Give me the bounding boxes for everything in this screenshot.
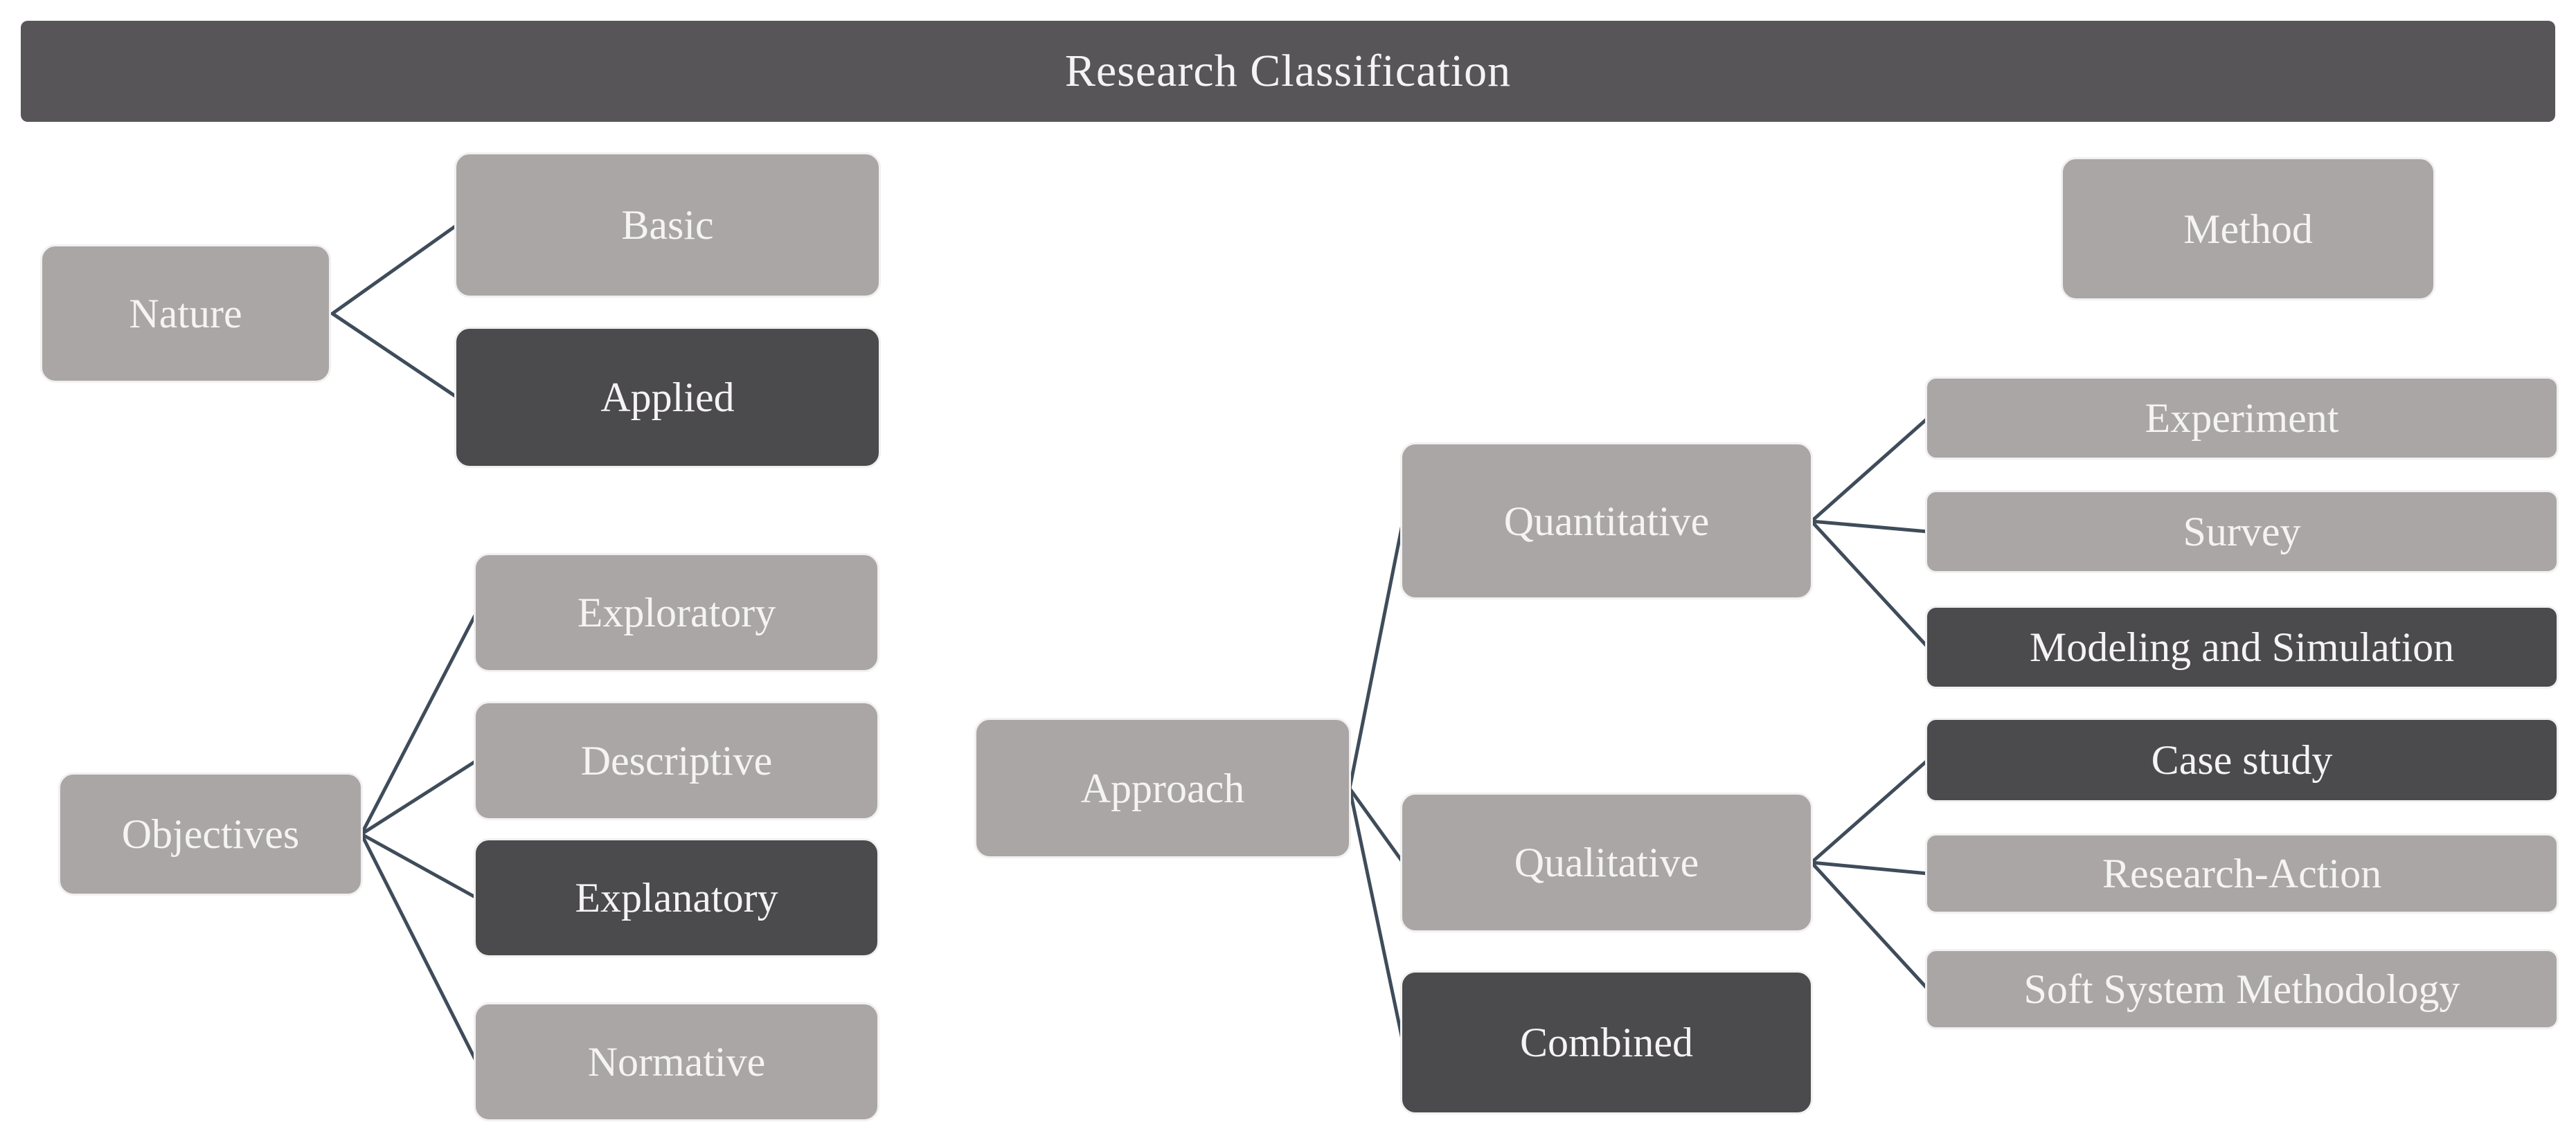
node-normative: Normative bbox=[474, 1002, 879, 1121]
node-applied-label: Applied bbox=[600, 374, 735, 420]
node-case-study: Case study bbox=[1925, 718, 2559, 802]
node-basic: Basic bbox=[454, 152, 881, 298]
diagram-title: Research Classification bbox=[1064, 46, 1512, 96]
node-modeling-and-simulation: Modeling and Simulation bbox=[1925, 606, 2559, 689]
connector-objectives-normative bbox=[359, 832, 478, 1064]
node-method-label: Method bbox=[2183, 206, 2313, 252]
node-qualitative: Qualitative bbox=[1400, 793, 1813, 932]
node-nature: Nature bbox=[40, 244, 331, 383]
node-approach-label: Approach bbox=[1080, 765, 1245, 811]
node-descriptive: Descriptive bbox=[474, 701, 879, 820]
node-survey-label: Survey bbox=[2183, 509, 2301, 554]
connector-quantitative-experiment bbox=[1809, 416, 1930, 523]
node-modeling-and-simulation-label: Modeling and Simulation bbox=[2029, 624, 2455, 670]
node-normative-label: Normative bbox=[587, 1039, 766, 1085]
title-bar: Research Classification bbox=[21, 21, 2555, 122]
node-nature-label: Nature bbox=[129, 291, 242, 336]
node-method: Method bbox=[2061, 157, 2435, 300]
node-exploratory: Exploratory bbox=[474, 553, 879, 672]
connector-qualitative-ssm bbox=[1809, 860, 1930, 991]
node-experiment-label: Experiment bbox=[2145, 395, 2339, 441]
connector-approach-combined bbox=[1348, 786, 1405, 1045]
node-explanatory: Explanatory bbox=[474, 838, 879, 957]
connector-objectives-descriptive bbox=[359, 759, 478, 836]
connector-objectives-explanatory bbox=[359, 832, 478, 900]
node-quantitative: Quantitative bbox=[1400, 442, 1813, 599]
node-combined: Combined bbox=[1400, 970, 1813, 1114]
connector-nature-basic bbox=[330, 223, 459, 316]
connector-qualitative-case-study bbox=[1809, 758, 1930, 865]
connector-approach-qualitative bbox=[1348, 786, 1405, 865]
connector-quantitative-modeling bbox=[1809, 519, 1930, 649]
node-quantitative-label: Quantitative bbox=[1503, 498, 1710, 544]
node-experiment: Experiment bbox=[1925, 377, 2559, 460]
node-descriptive-label: Descriptive bbox=[580, 738, 773, 784]
node-soft-system-methodology: Soft System Methodology bbox=[1925, 949, 2559, 1029]
connector-quantitative-survey bbox=[1809, 519, 1930, 534]
node-objectives: Objectives bbox=[58, 773, 363, 896]
node-survey: Survey bbox=[1925, 490, 2559, 573]
node-basic-label: Basic bbox=[621, 202, 714, 248]
connector-approach-quantitative bbox=[1348, 519, 1405, 791]
node-applied: Applied bbox=[454, 327, 881, 468]
node-qualitative-label: Qualitative bbox=[1514, 840, 1699, 885]
node-exploratory-label: Exploratory bbox=[577, 590, 776, 635]
node-research-action-label: Research-Action bbox=[2102, 851, 2382, 896]
node-case-study-label: Case study bbox=[2151, 737, 2333, 783]
connector-objectives-exploratory bbox=[359, 611, 478, 836]
node-explanatory-label: Explanatory bbox=[575, 875, 778, 921]
node-objectives-label: Objectives bbox=[121, 811, 300, 857]
node-research-action: Research-Action bbox=[1925, 833, 2559, 914]
connector-qualitative-research-action bbox=[1809, 860, 1930, 876]
node-approach: Approach bbox=[974, 718, 1351, 858]
node-soft-system-methodology-label: Soft System Methodology bbox=[2023, 966, 2460, 1012]
node-combined-label: Combined bbox=[1520, 1020, 1693, 1065]
connector-nature-applied bbox=[330, 311, 459, 399]
